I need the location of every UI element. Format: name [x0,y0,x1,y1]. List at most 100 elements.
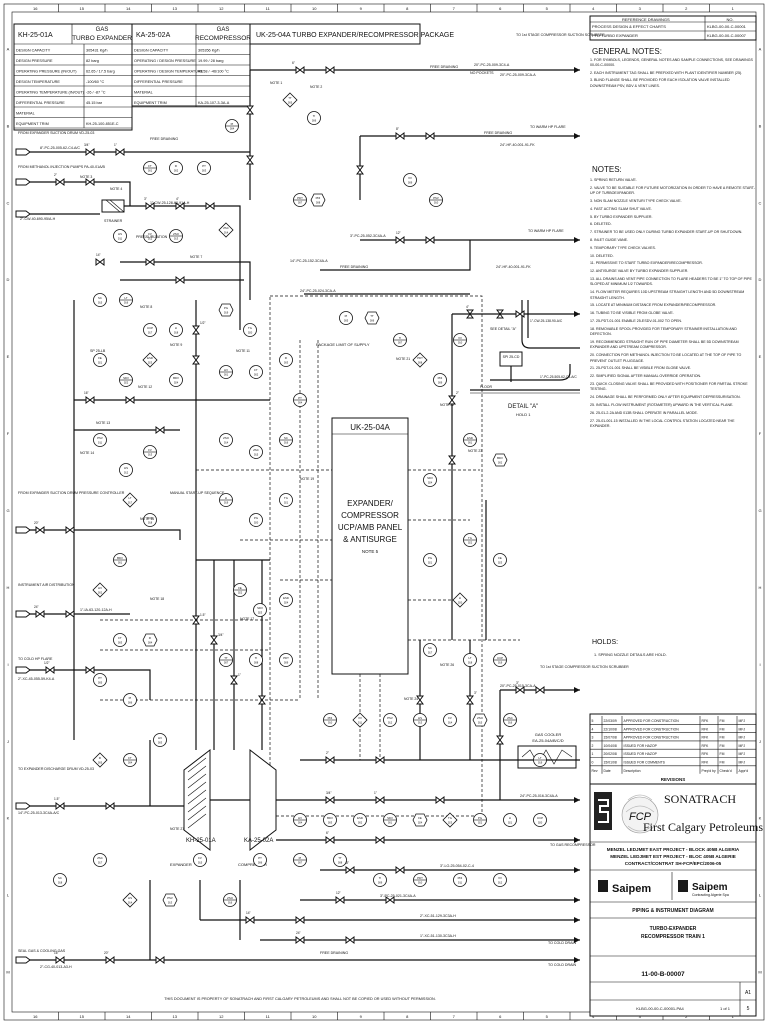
pipe-label-detail-ref: SEE DETAIL "A" [490,327,517,331]
panel-line1: EXPANDER/ [347,499,393,508]
instrument-tag: ESD [283,596,289,600]
flow-arrow [574,687,580,693]
instrument-number: 006 [370,319,375,323]
instrument-number: 022 [468,541,473,545]
instrument-number: 008 [338,861,343,865]
table-row-label: DESIGN CAPACITY [16,49,51,53]
note-item: 22. SIMPLIFIED SIGNAL AFTER MANUAL OVERR… [590,374,702,379]
flow-arrow [574,797,580,803]
off-page-connector [15,148,31,156]
instrument-bubble [333,853,347,867]
revision-cell: RFK [702,736,710,740]
detail-line-label2: 1"-CW-25-138-90-A/C [530,319,563,323]
instrument-tag: ZSO [223,436,230,440]
instrument-tag: PG [224,306,228,310]
revision-cell: MFJ [739,719,746,723]
instrument-tag: SDV [427,476,433,480]
instrument-bubble [493,873,507,887]
instrument-number: 007 [298,861,303,865]
pipe-label-bot-line2: 2"-XC-51-129-3C3A-H [420,914,456,918]
instrument-number: 002 [498,461,503,465]
instrument-tag: SC [428,646,432,650]
instrument-number: 008 [418,361,423,365]
valve-symbol [95,258,105,266]
pipe-label-suct-drum: FROM EXPANDER SUCTION DRUM PRESSURE CONT… [18,491,125,495]
note-item: 5. BY TURBO EXPANDER SUPPLIER. [590,214,653,219]
instrument-tag: LT [128,496,131,500]
valves [35,66,545,964]
border-number: 13 [173,6,178,11]
title-block: FCP SONATRACH First Calgary Petroleums M… [589,783,763,1017]
revision-cell: 15/07/08 [604,736,617,740]
instrument-tag: FT [254,368,258,372]
instrument-tag: FT [118,636,122,640]
border-number: 14 [126,1014,131,1019]
pipe-label-lube-line: 3"-LO-25-054-02-C-4 [440,864,474,868]
valve-size-tag: 3/4" [218,633,224,637]
pipe-label-top-line: 20"-PC-25-009-3C4-A [474,63,510,67]
instrument-number: 021 [428,561,433,565]
revision-cell: 4 [592,727,594,731]
detail-a-label: DETAIL "A" [508,404,538,410]
instrument-tag: SC [284,436,288,440]
instrument-number: 022 [238,591,243,595]
instrument-bubble [373,873,387,887]
revision-cell: 15/01/08 [604,761,617,765]
instrument-bubble [169,373,183,387]
table-row-label: DESIGN TEMPERATURE [16,80,60,84]
instrument-number: 019 [498,661,503,665]
instrument-tag: TT [288,96,292,100]
instrument-number: 004 [128,761,133,765]
instrument-bubble [323,813,337,827]
instrument-number: 011 [358,721,363,725]
instrument-tag: ESD [467,436,473,440]
instrument-tag: TT [370,314,374,318]
instrument-number: 005 [288,101,293,105]
note-item: 7. STRAINER TO BE USED ONLY DURING TURBO… [590,230,743,235]
instrument-number: 014 [224,231,229,235]
contractor-2-sub: Contracting Algerie Spa [692,893,729,897]
interlock-diamond [142,352,158,368]
valve-symbol [65,610,75,618]
pipe-label-pc-line3: 3"-PC-25-052-3C4A-A [350,234,386,238]
instrument-number: 017 [428,651,433,655]
valve-symbol [496,735,504,745]
package-title-box: UK-25-04A TURBO EXPANDER/RECOMPRESSOR PA… [249,23,454,45]
valve-size-tags: 3/4"1"2"3"4"6"8"12"14"16"20"24"1/2"1.5"3… [34,61,519,955]
valve-symbol [35,610,45,618]
valve-symbol [230,675,238,685]
border-number: 10 [312,6,317,11]
pipe-label-cold-hp-line: 2"-XC-45-055-59-K4-A [18,677,55,681]
instrument-bubble [219,433,233,447]
table-row-label: EQUIPMENT TRIM [16,122,49,126]
pipe-label-seal-line: 2"-CG-40-013-A3-H [40,965,72,969]
panel-note: NOTE 5 [362,549,379,554]
instrument-bubble [123,693,137,707]
table-row-value: 305356 Kg/h [198,49,220,53]
instrument-tag: TT [338,856,342,860]
instrument-number: 003 [284,361,289,365]
note-item: 18. REMOVABLE SPOOL PROVIDED FOR TEMPORA… [590,326,737,337]
revision-cell: 0 [592,761,594,765]
valve-symbol [385,896,395,904]
instrument-tag: FT [128,756,132,760]
instrument-number: 024 [428,481,433,485]
instrument-number: 023 [448,821,453,825]
valve-symbol [448,455,456,465]
instrument-bubble [93,293,107,307]
instrument-number: 003 [202,169,207,173]
valve-symbol [55,178,65,186]
pipe-label-exp-disch: TO EXPANDER DISCHARGE DRUM VD-25-03 [18,767,94,771]
instrument-bubble [169,161,183,175]
border-number: 15 [80,6,85,11]
general-notes: GENERAL NOTES: 1. FOR SYMBOLS, LEGENDS, … [590,47,753,88]
valve-symbol [395,132,405,140]
instrument-bubble [169,323,183,337]
instrument-tag: FI [285,356,288,360]
instrument-number: 001 [388,821,393,825]
instrument-tag: ZSC [97,856,103,860]
border-letter: F [759,431,762,436]
instrument-number: 014 [448,721,453,725]
